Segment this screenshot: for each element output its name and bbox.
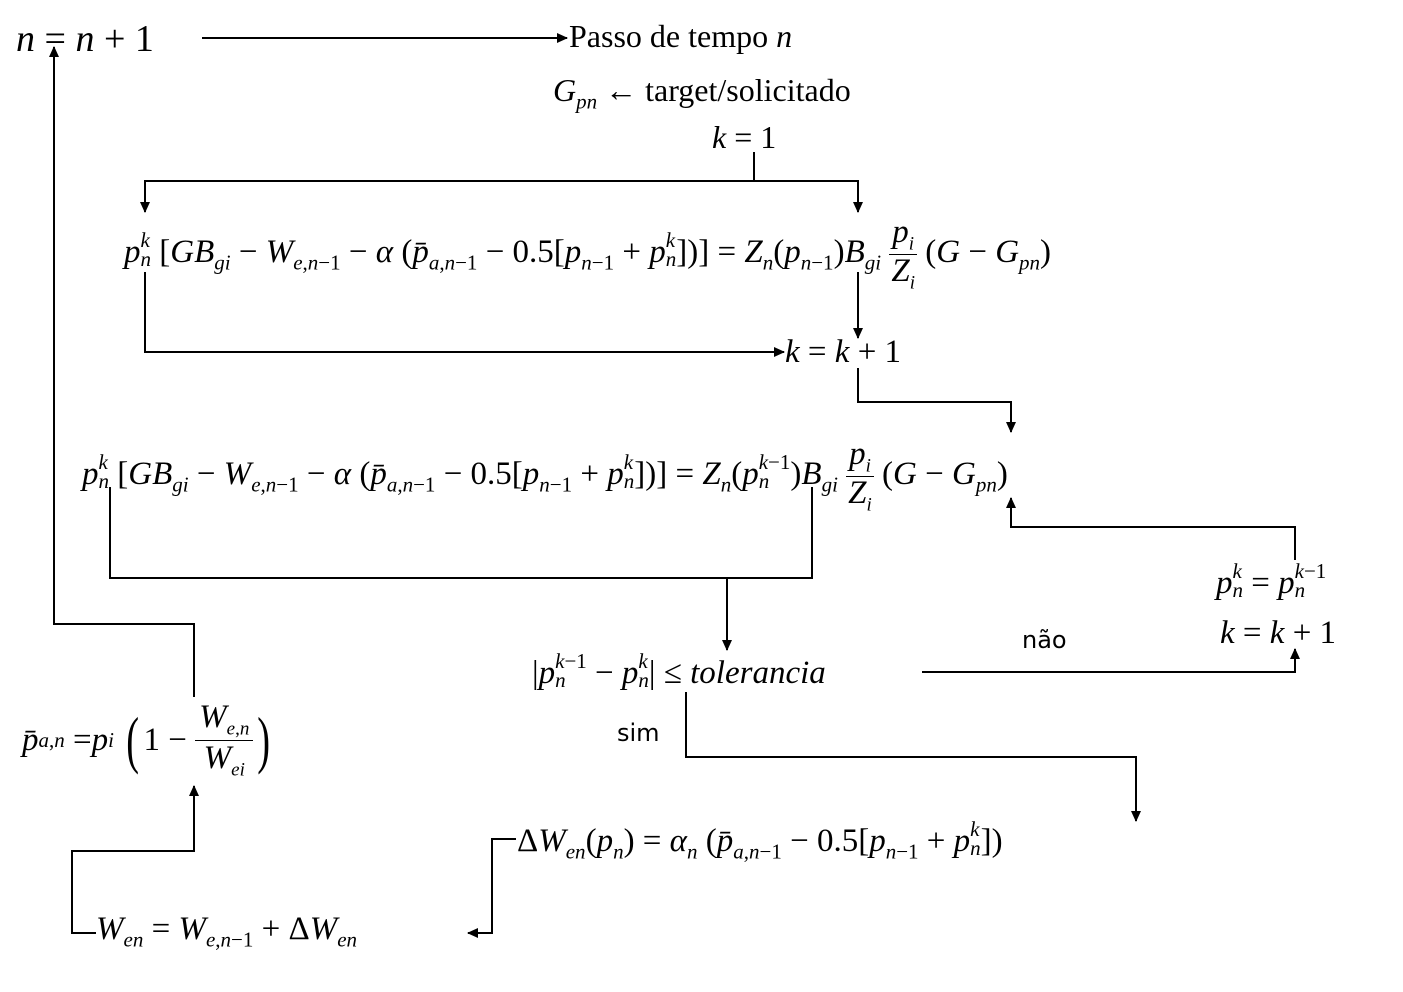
we-update-node: Wen = We,n−1 + ΔWen	[96, 913, 357, 951]
we-update-text: Wen = We,n−1 + ΔWen	[96, 911, 358, 952]
k-init-node: k = 1	[712, 121, 776, 153]
increment-n-text: n = n + 1	[16, 18, 154, 60]
arrow-k-init-right	[754, 180, 863, 213]
time-step-text: Passo de tempo n	[569, 18, 793, 54]
arrow-eq2-to-tolerance	[722, 487, 813, 651]
k-increment-1-node: k = k + 1	[785, 336, 901, 369]
arrow-no-branch	[922, 648, 1300, 673]
k-increment-2-node: k = k + 1	[1220, 617, 1336, 650]
arrow-k-init-left	[140, 180, 754, 213]
arrow-eq1-left-to-k	[144, 272, 785, 357]
k-increment-1-text: k = k + 1	[785, 334, 902, 370]
target-text: Gpn ← target/solicitado	[553, 72, 851, 114]
increment-n-node: n = n + 1	[16, 20, 154, 58]
arrow-k-to-eq2	[857, 368, 1016, 433]
time-step-node: Passo de tempo n	[569, 20, 792, 52]
arrow-yes-branch	[685, 692, 1141, 822]
k-increment-2-text: k = k + 1	[1220, 615, 1337, 651]
arrow-pressure-to-n	[49, 46, 195, 697]
target-node: Gpn ← target/solicitado	[553, 74, 851, 112]
arrow-update-to-eq2	[1006, 497, 1296, 560]
k-init-text: k = 1	[712, 119, 777, 155]
wire-eq2-left	[109, 487, 727, 579]
yes-branch-label: sim	[617, 719, 660, 747]
arrow-delta-to-we	[467, 838, 516, 938]
arrow-we-to-pressure	[71, 785, 199, 934]
no-branch-label: não	[1022, 626, 1067, 654]
